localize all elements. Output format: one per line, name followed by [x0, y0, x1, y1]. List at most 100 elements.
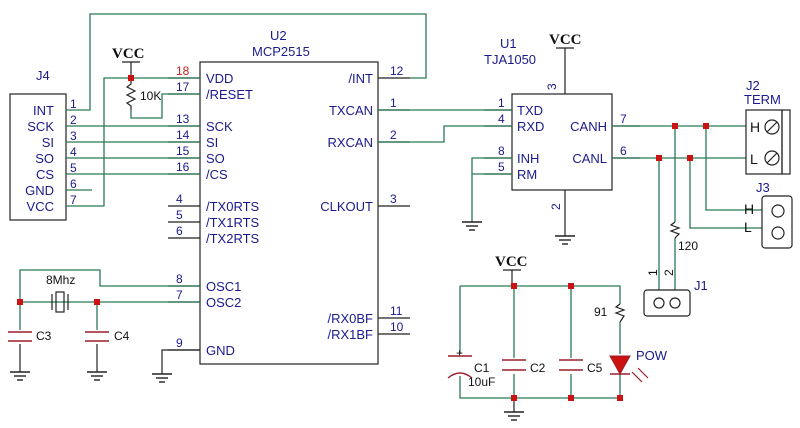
- resistor-91: 91: [594, 303, 626, 323]
- u2-pin-name: CLKOUT: [320, 199, 373, 214]
- u1-pin-top-num: 3: [545, 83, 559, 90]
- j4-pin-num: 6: [70, 177, 77, 191]
- wire-reset: [130, 93, 200, 119]
- u2-pin-num: 18: [176, 64, 190, 78]
- junction-dot: [128, 75, 134, 81]
- u1-pin-num: 7: [620, 112, 627, 126]
- junction-dot: [17, 299, 23, 305]
- wire-rxcan: [378, 125, 512, 143]
- u2-pin-num: 11: [390, 304, 403, 318]
- u1-pin-name: RXD: [517, 119, 544, 134]
- u2-pin-num: 12: [390, 64, 404, 78]
- j4-pin-name: SCK: [27, 119, 54, 134]
- u2-pin-name: OSC1: [206, 279, 241, 294]
- u2-pin-name: /TX2RTS: [206, 231, 260, 246]
- connector-j3: J3 H L: [744, 180, 793, 249]
- wire-int: [66, 13, 427, 111]
- resistor-120-body: [669, 221, 681, 239]
- u2-part: MCP2515: [252, 44, 310, 59]
- c1-label: C1: [474, 361, 490, 375]
- u1-pin-bottom-num: 2: [549, 203, 563, 210]
- j2-label: TERM: [744, 92, 781, 107]
- ground-icon: [555, 235, 575, 245]
- junction-dot: [617, 395, 623, 401]
- u2-pin-num: 13: [176, 112, 190, 126]
- j2-tab: [781, 109, 791, 175]
- u2-pin-num: 8: [176, 272, 183, 286]
- u2-pin-num: 15: [176, 144, 190, 158]
- u2-pin-num: 6: [176, 224, 183, 238]
- u2-pin-name: /INT: [348, 71, 373, 86]
- j3-pad-l-icon: [771, 226, 785, 240]
- u1-pin-num: 5: [498, 160, 505, 174]
- c1-value: 10uF: [468, 375, 495, 389]
- j4-pin-num: 3: [70, 129, 77, 143]
- j1-pad1-icon: [653, 297, 665, 309]
- j4-pin-num: 2: [70, 113, 77, 127]
- j4-body: [9, 93, 67, 221]
- crystal-body: [55, 291, 65, 313]
- u2-body: [199, 61, 379, 365]
- wire-j3-l: [689, 158, 762, 229]
- j4-pin-num: 1: [70, 97, 77, 111]
- junction-dot: [511, 283, 517, 289]
- c2-label: C2: [530, 361, 546, 375]
- u2-pin-name: SCK: [206, 119, 233, 134]
- vcc-label: VCC: [112, 46, 145, 62]
- u2-pin-name: RXCAN: [327, 135, 373, 150]
- j4-pin-name: SI: [42, 135, 54, 150]
- capacitor-c5: C5: [559, 359, 603, 375]
- u2-pin-num: 2: [390, 128, 397, 142]
- j2-ref: J2: [746, 78, 760, 93]
- u2-pin-name: SO: [206, 151, 225, 166]
- j3-pad-h-icon: [771, 204, 785, 218]
- j3-ref: J3: [756, 180, 770, 195]
- vcc-label: VCC: [549, 32, 582, 48]
- j4-pin-name: CS: [36, 167, 54, 182]
- crystal-8mhz: 8Mhz: [46, 273, 75, 313]
- j4-pin-name: VCC: [27, 199, 54, 214]
- j3-pin-l: L: [744, 219, 752, 235]
- j4-pin-num: 7: [70, 193, 77, 207]
- junction-dots: [17, 75, 709, 401]
- junction-dot: [568, 283, 574, 289]
- ground-icon: [462, 221, 482, 231]
- led-pow: POW: [609, 348, 668, 383]
- led-icon: [609, 355, 631, 376]
- u2-ref: U2: [270, 28, 287, 43]
- j2-pin-l: L: [750, 151, 758, 167]
- u2-pin-name: /CS: [206, 167, 228, 182]
- vcc-label: VCC: [495, 254, 528, 270]
- j2-pin-h: H: [750, 119, 760, 135]
- u2-pin-num: 3: [390, 192, 397, 206]
- resistor-120-value: 120: [678, 239, 698, 253]
- u2-pin-num: 1: [390, 96, 397, 110]
- u1-pin-name: INH: [517, 151, 539, 166]
- j4-pin-name: SO: [35, 151, 54, 166]
- j1-ref: J1: [694, 278, 708, 293]
- u1-ref: U1: [500, 36, 517, 51]
- u2-pin-num: 7: [176, 288, 183, 302]
- u1-pin-name: CANH: [570, 119, 607, 134]
- u2-pin-num: 10: [390, 320, 404, 334]
- u2-pin-num: 5: [176, 208, 183, 222]
- u1-pin-name: RM: [517, 167, 537, 182]
- c4-label: C4: [114, 329, 130, 343]
- wires: [19, 13, 762, 412]
- junction-dot: [672, 123, 678, 129]
- capacitor-c1: + C1 10uF: [447, 346, 495, 389]
- junction-dot: [511, 395, 517, 401]
- resistor-10k-body: [125, 76, 137, 110]
- ground-icon: [504, 411, 524, 421]
- u1-pin-num: 6: [620, 144, 627, 158]
- resistor-120: 120: [669, 221, 698, 253]
- u1-pin-num: 4: [498, 112, 505, 126]
- u1-part: TJA1050: [484, 52, 536, 67]
- j3-pin-h: H: [744, 201, 754, 217]
- crystal-value: 8Mhz: [46, 273, 75, 287]
- u2-pin-name: /TX0RTS: [206, 199, 260, 214]
- u2-pin-name: VDD: [206, 71, 233, 86]
- u2-pin-num: 16: [176, 160, 190, 174]
- j4-ref: J4: [36, 68, 50, 83]
